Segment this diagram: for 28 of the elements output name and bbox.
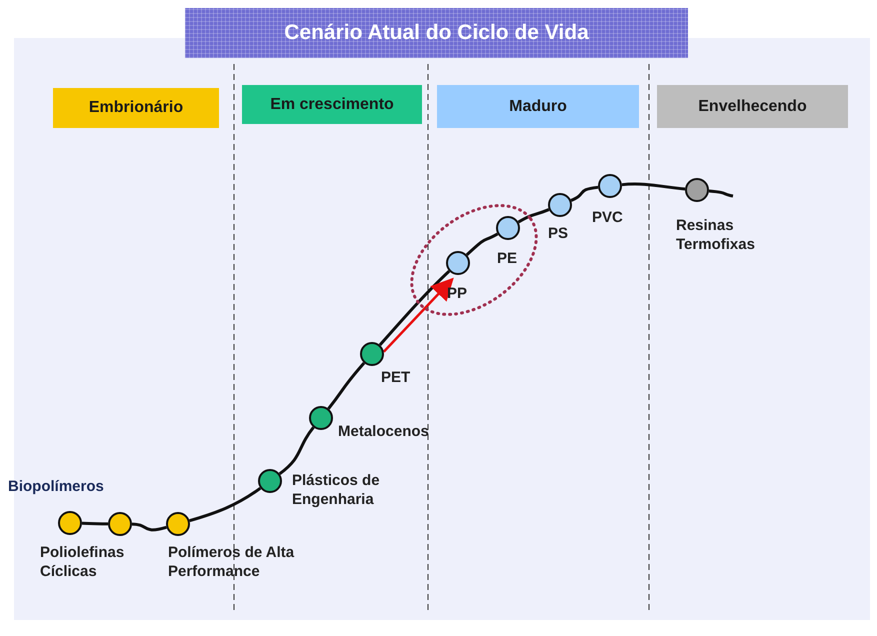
diagram-title: Cenário Atual do Ciclo de Vida xyxy=(185,8,688,58)
phase-box: Maduro xyxy=(437,85,639,128)
phase-box: Em crescimento xyxy=(242,85,422,124)
arrow xyxy=(382,278,454,353)
curve-segment xyxy=(518,208,550,224)
stage-label: PE xyxy=(497,250,518,269)
curve-segment xyxy=(378,270,450,346)
curve-segment xyxy=(708,189,734,198)
phase-box: Embrionário xyxy=(53,88,219,128)
curve-segment xyxy=(466,232,498,256)
stage-label: PS xyxy=(548,225,570,244)
stage-label: Resinas Termofixas xyxy=(676,217,756,254)
curve-segment xyxy=(189,486,262,522)
phase-box: Envelhecendo xyxy=(657,85,848,128)
curve-segment xyxy=(82,522,108,526)
stage-label: Polímeros de Alta Performance xyxy=(168,544,296,582)
stage-label: PP xyxy=(447,285,468,304)
curve-segment xyxy=(570,186,598,202)
stage-label: PVC xyxy=(592,209,624,228)
stage-label: Biopolímeros xyxy=(8,478,105,497)
stage-label: PET xyxy=(381,369,412,388)
curve-segment xyxy=(622,182,686,191)
stage-label: Plásticos de Engenharia xyxy=(292,472,381,510)
curve-segment xyxy=(132,522,167,532)
curve-segment xyxy=(278,426,315,476)
curve-segment xyxy=(327,362,366,410)
stage-label: Poliolefinas Cíclicas xyxy=(40,544,126,582)
stage-label: Metalocenos xyxy=(338,423,430,442)
